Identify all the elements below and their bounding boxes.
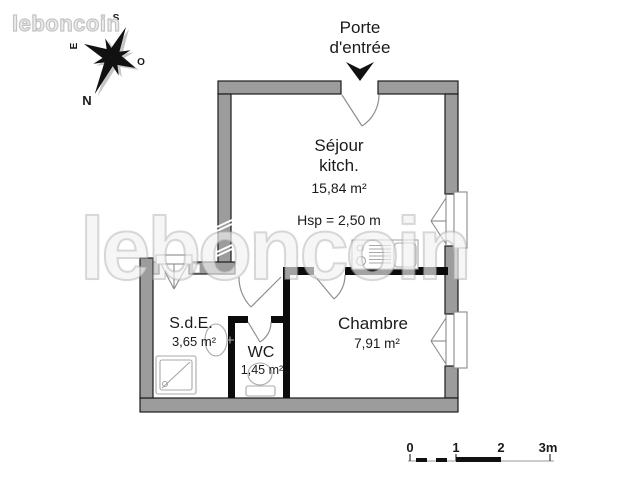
scale-bar: 0 1 2 3m (406, 440, 557, 462)
wall-wc-top-right (271, 316, 290, 323)
sejour-name-line1: Séjour (314, 136, 363, 155)
chambre-name: Chambre (338, 314, 408, 333)
scale-tick-0: 0 (406, 440, 413, 455)
exterior-walls (139, 80, 459, 413)
wall-right-upper (444, 93, 459, 195)
doors (238, 94, 380, 343)
washbasin-icon (204, 323, 234, 357)
compass-star-icon (83, 27, 136, 95)
wc-name: WC (248, 344, 275, 361)
scale-tick-1: 1 (452, 440, 459, 455)
sde-name: S.d.E. (169, 315, 213, 332)
shower-icon (155, 355, 197, 395)
leboncoin-logo: leboncoin (11, 10, 121, 36)
scale-tick-3m: 3m (539, 440, 558, 455)
wall-chambre-top (283, 267, 314, 275)
wall-right-lower (444, 365, 459, 399)
wall-bottom (139, 397, 459, 413)
wall-top-right (377, 80, 459, 95)
room-labels: Séjour kitch. 15,84 m² Hsp = 2,50 m S.d.… (169, 136, 408, 377)
entrance-label-line1: Porte (340, 18, 381, 37)
sde-window-icon (155, 254, 193, 290)
compass-south-label: S (113, 13, 120, 24)
wall-hatch-marks (216, 219, 233, 257)
chambre-window-icon (430, 311, 468, 369)
scale-segments (416, 457, 501, 462)
entrance-arrow-icon (346, 62, 374, 81)
wall-wc-left (228, 316, 235, 398)
wall-top-left (217, 80, 342, 95)
fixtures (155, 239, 419, 397)
wall-left-lower (139, 257, 154, 399)
wall-duct-mark (192, 263, 201, 274)
compass-east-label: E (69, 42, 80, 49)
wall-kitchen (345, 267, 448, 275)
chambre-door-icon (313, 274, 346, 300)
sejour-window-icon (430, 191, 468, 249)
sde-door-icon (238, 276, 282, 308)
interior-partitions (228, 267, 448, 398)
entrance-annotation: Porte d'entrée (330, 18, 391, 81)
wall-wc-top-left (228, 316, 248, 323)
wall-sde-top (188, 261, 236, 275)
wc-area: 1,45 m² (241, 363, 283, 377)
entrance-label-line2: d'entrée (330, 38, 391, 57)
toilet-icon (245, 362, 276, 397)
compass-north-label: N (82, 93, 91, 108)
compass-rose: S E O N (69, 13, 145, 108)
sde-area: 3,65 m² (172, 334, 217, 349)
wall-right-middle (444, 245, 459, 315)
sejour-area: 15,84 m² (311, 180, 367, 196)
compass-west-label: O (137, 57, 145, 68)
windows (155, 191, 468, 369)
wc-door-icon (247, 321, 272, 343)
scale-tick-2: 2 (497, 440, 504, 455)
sejour-name-line2: kitch. (319, 156, 359, 175)
sejour-ceiling-height: Hsp = 2,50 m (297, 212, 381, 228)
wall-chambre-left (283, 275, 290, 398)
kitchen-sink-icon (351, 239, 419, 270)
chambre-area: 7,91 m² (354, 336, 400, 351)
entrance-door-icon (341, 94, 380, 127)
